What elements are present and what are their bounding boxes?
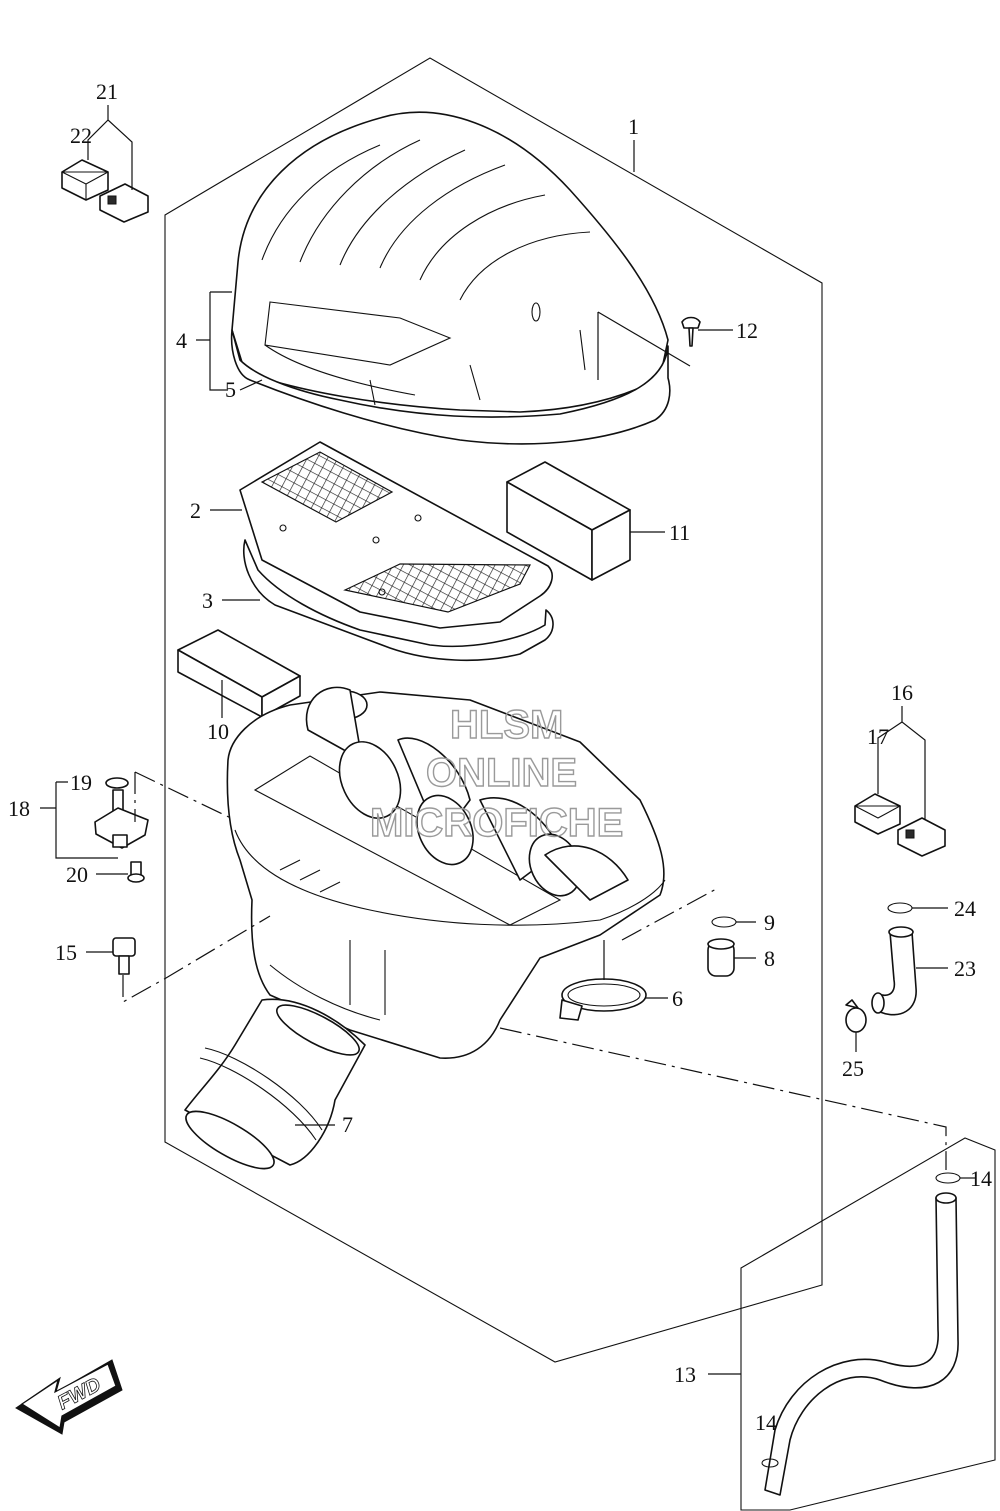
- leader-12: [597, 311, 733, 380]
- watermark-line1: HLSM: [450, 703, 563, 747]
- clip-14-top: [935, 1172, 961, 1184]
- leader-21-22: [87, 105, 133, 190]
- leader-18-19-20: [40, 781, 128, 875]
- callout-23: 23: [954, 956, 976, 981]
- callout-19: 19: [70, 770, 92, 795]
- callout-17: 17: [867, 724, 889, 749]
- screw-20: [127, 861, 145, 883]
- assembly-frame: [164, 57, 823, 1363]
- connector-21: [99, 183, 149, 223]
- callout-5: 5: [225, 377, 236, 402]
- watermark-line3: MICROFICHE: [370, 801, 623, 845]
- callout-16: 16: [891, 680, 913, 705]
- hose-clamp-6: [559, 978, 647, 1021]
- callout-13: 13: [674, 1362, 696, 1387]
- callout-22: 22: [70, 123, 92, 148]
- dash-8-9: [621, 887, 719, 941]
- callout-8: 8: [764, 946, 775, 971]
- callout-3: 3: [202, 588, 213, 613]
- callout-14-top: 14: [970, 1166, 992, 1191]
- leader-6: [603, 940, 668, 999]
- cap-8: [707, 938, 735, 977]
- callout-12: 12: [736, 318, 758, 343]
- air-filter-element: [239, 441, 553, 629]
- callout-1: 1: [628, 114, 639, 139]
- air-cleaner-case: [226, 686, 666, 1059]
- dash-13: [499, 1027, 947, 1170]
- air-cleaner-cover: [231, 111, 669, 413]
- clip-9: [711, 916, 737, 928]
- leader-4-5: [196, 291, 263, 391]
- sensor-18: [94, 777, 149, 849]
- clip-14-bottom: [761, 1458, 779, 1468]
- callout-18: 18: [8, 796, 30, 821]
- watermark-line2: ONLINE: [426, 751, 577, 795]
- foam-block-10: [177, 629, 301, 718]
- intake-duct: [184, 998, 366, 1170]
- connector-22: [61, 159, 109, 201]
- bolt-15: [112, 937, 136, 975]
- filter-gasket: [243, 539, 554, 662]
- dash-15: [122, 915, 271, 1004]
- callout-4: 4: [176, 328, 187, 353]
- callout-25: 25: [842, 1056, 864, 1081]
- hose-23: [871, 926, 917, 1016]
- callout-20: 20: [66, 862, 88, 887]
- hose-assembly-frame: [740, 1137, 996, 1511]
- cover-seal: [230, 329, 671, 445]
- callout-21: 21: [96, 79, 118, 104]
- leader-16-17: [877, 706, 926, 820]
- callout-6: 6: [672, 986, 683, 1011]
- fwd-arrow-icon: FWD: [15, 1359, 123, 1435]
- callout-24: 24: [954, 896, 976, 921]
- callout-15: 15: [55, 940, 77, 965]
- dash-18: [134, 771, 236, 822]
- callout-2: 2: [190, 498, 201, 523]
- callout-10: 10: [207, 719, 229, 744]
- drain-hose-13: [764, 1192, 959, 1496]
- callout-11: 11: [669, 520, 690, 545]
- clamp-25: [845, 999, 867, 1033]
- screw-12: [681, 316, 701, 347]
- clip-24: [887, 902, 913, 914]
- callout-14-bottom: 14: [755, 1410, 777, 1435]
- callout-7: 7: [342, 1112, 353, 1137]
- connector-16: [897, 817, 946, 857]
- connector-17: [854, 793, 901, 835]
- foam-block-11: [506, 461, 631, 581]
- callout-9: 9: [764, 910, 775, 935]
